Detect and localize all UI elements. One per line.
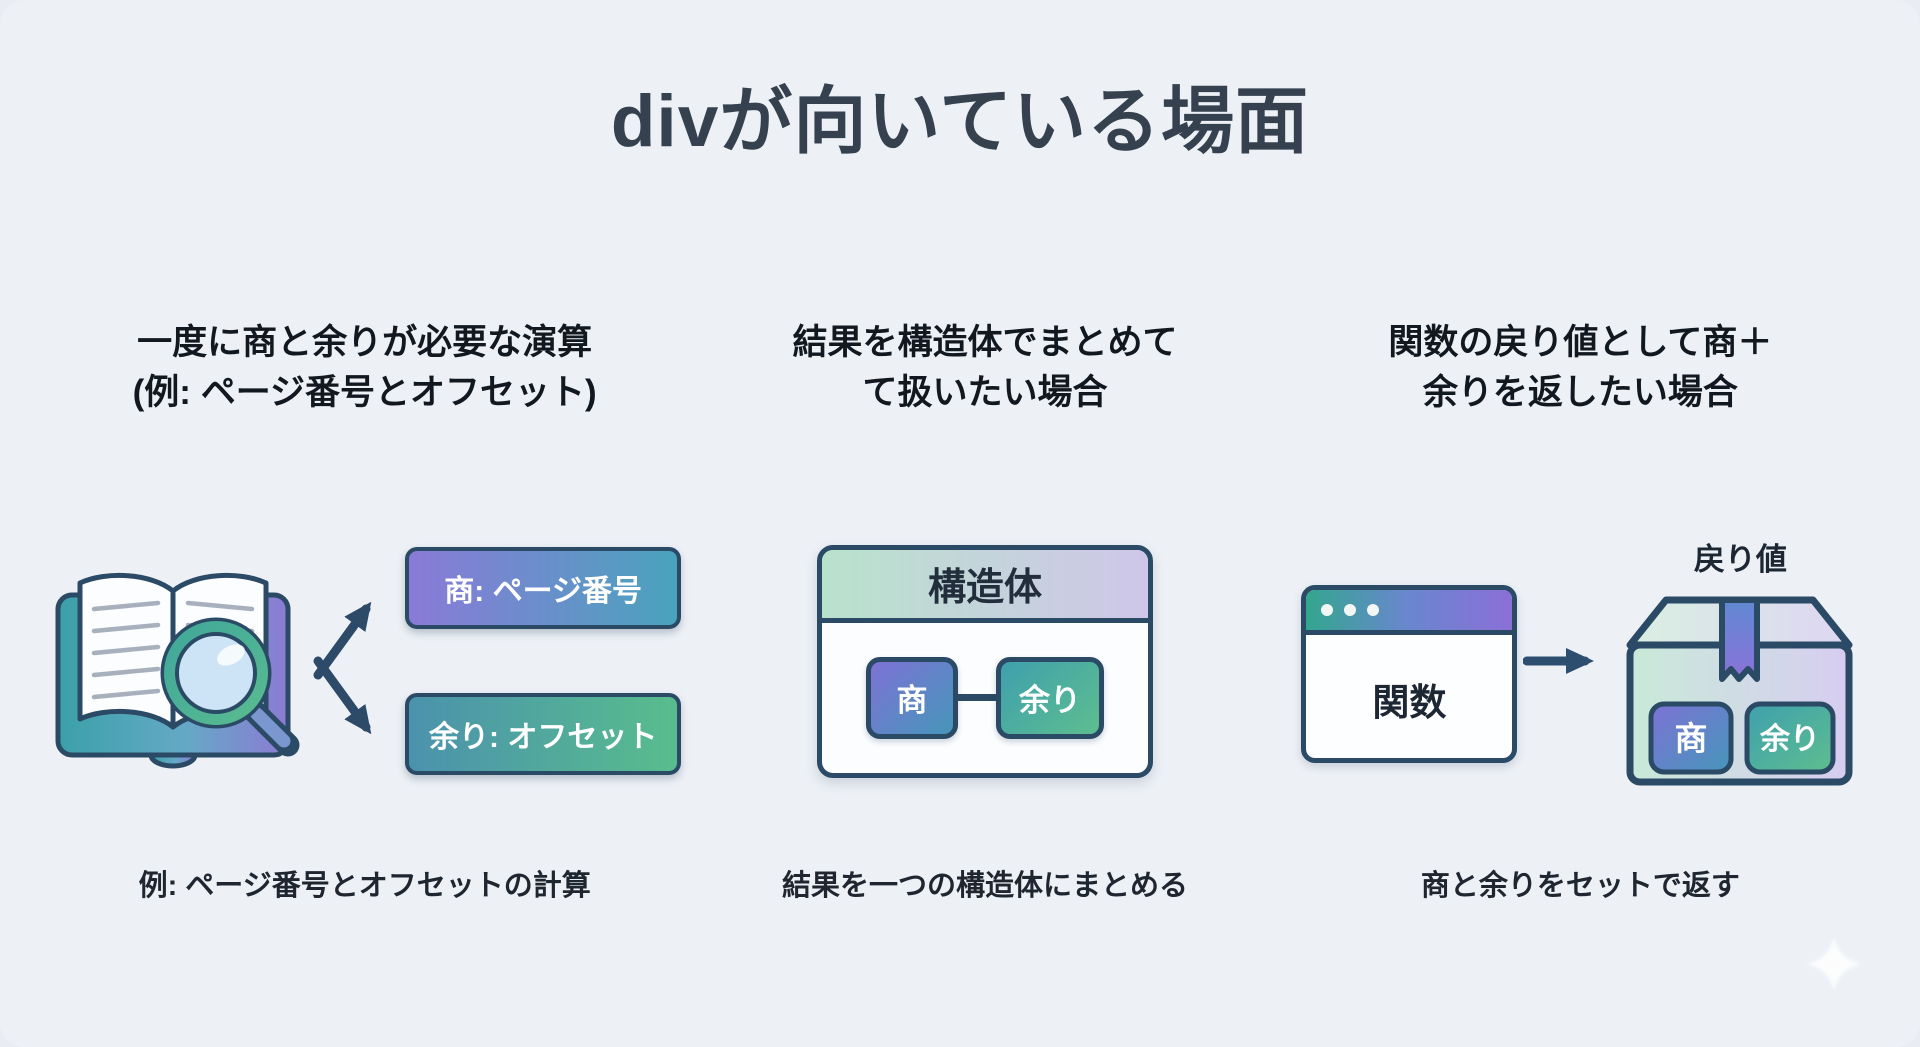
window-dot: [1344, 604, 1357, 616]
column-operation: 一度に商と余りが必要な演算 (例: ページ番号とオフセット): [48, 318, 682, 904]
sparkle-icon: [1806, 936, 1862, 992]
heading-line: 結果を構造体でまとめて: [792, 323, 1178, 362]
return-illustration: 関数 戻り値: [1289, 500, 1872, 822]
chip-connector: [958, 694, 997, 701]
result-badges: 商: ページ番号 余り: オフセット: [405, 547, 682, 775]
heading-line: 余りを返したい場合: [1422, 372, 1738, 412]
column-struct-heading: 結果を構造体でまとめて て扱いたい場合: [793, 318, 1178, 446]
window-dot: [1321, 604, 1334, 616]
operation-illustration: 商: ページ番号 余り: オフセット: [48, 500, 682, 822]
heading-line: 関数の戻り値として商＋: [1388, 323, 1773, 362]
column-return: 関数の戻り値として商＋ 余りを返したい場合 関数: [1289, 318, 1872, 904]
return-value-label: 戻り値: [1693, 541, 1787, 577]
window-titlebar: [1306, 590, 1513, 635]
quotient-chip-label: 商: [1675, 720, 1708, 757]
magnifier-icon: [160, 617, 300, 757]
column-operation-caption: 例: ページ番号とオフセットの計算: [138, 870, 591, 902]
column-operation-heading: 一度に商と余りが必要な演算 (例: ページ番号とオフセット): [133, 318, 597, 446]
heading-line: 一度に商と余りが必要な演算: [137, 323, 593, 362]
remainder-chip-label: 余り: [1759, 722, 1820, 756]
return-package: 戻り値: [1621, 534, 1859, 789]
open-box-icon: 商 余り: [1626, 596, 1853, 785]
app-window-icon: 関数: [1301, 585, 1518, 763]
quotient-badge: 商: ページ番号: [405, 547, 682, 629]
open-book-with-magnifier-icon: [55, 573, 300, 769]
quotient-chip: 商: [866, 656, 959, 739]
page-title: divが向いている場面: [610, 81, 1310, 162]
window-dot: [1367, 604, 1380, 616]
heading-line: て扱いたい場合: [862, 372, 1108, 412]
column-return-caption: 商と余りをセットで返す: [1420, 870, 1740, 902]
heading-line: (例: ページ番号とオフセット): [132, 372, 597, 412]
columns: 一度に商と余りが必要な演算 (例: ページ番号とオフセット): [48, 318, 1872, 904]
struct-card-body: 商 余り: [822, 623, 1148, 773]
struct-card: 構造体 商 余り: [817, 544, 1154, 778]
column-struct-caption: 結果を一つの構造体にまとめる: [782, 870, 1189, 902]
column-struct: 結果を構造体でまとめて て扱いたい場合 構造体 商 余り 結果を一つの構造体にま…: [707, 318, 1262, 904]
struct-card-title: 構造体: [822, 549, 1149, 623]
diverging-arrows-icon: [313, 601, 372, 734]
remainder-badge: 余り: オフセット: [405, 693, 682, 775]
struct-illustration: 構造体 商 余り: [707, 500, 1262, 822]
right-arrow-icon: [1523, 648, 1595, 674]
remainder-chip: 余り: [996, 656, 1105, 739]
function-label: 関数: [1372, 682, 1447, 723]
column-return-heading: 関数の戻り値として商＋ 余りを返したい場合: [1388, 318, 1772, 446]
